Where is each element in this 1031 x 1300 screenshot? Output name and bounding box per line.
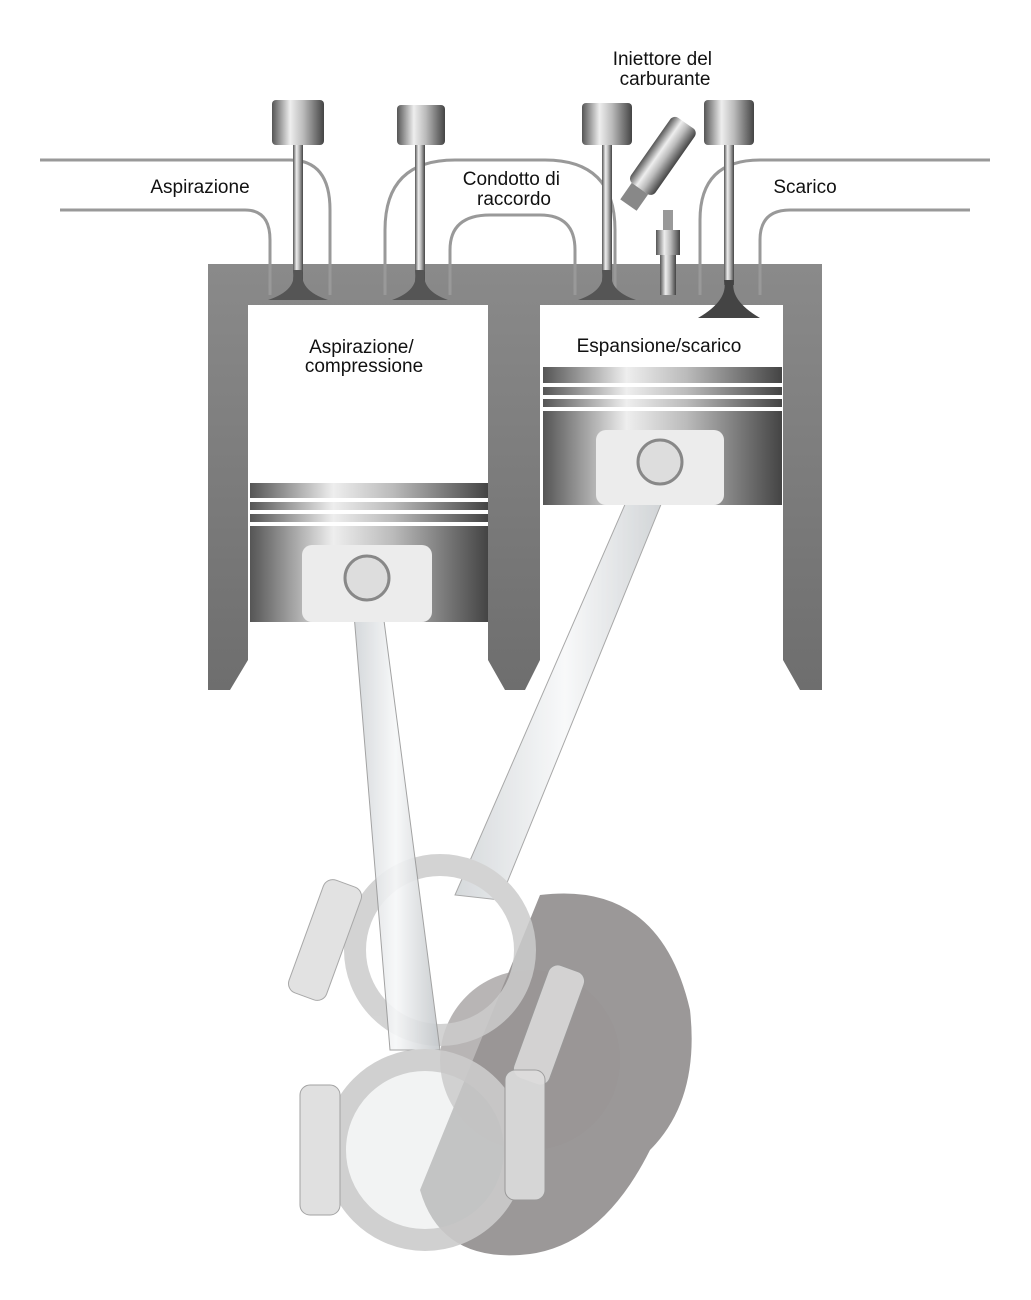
injector-label: Iniettore del carburante: [613, 49, 718, 90]
crossover-outlet-valve: [578, 103, 636, 300]
left-piston: [250, 483, 488, 622]
left-connecting-rod: [299, 589, 546, 1251]
exhaust-port: [698, 158, 990, 295]
intake-label: Aspirazione: [150, 177, 249, 198]
right-connecting-rod: [288, 469, 676, 1086]
fuel-injector: [620, 116, 696, 211]
right-cylinder-label: Espansione/scarico: [577, 336, 742, 357]
right-piston: [543, 367, 782, 505]
crossover-inlet-valve: [392, 105, 448, 300]
left-cylinder-label: Aspirazione/ compressione: [305, 337, 423, 377]
spark-plug: [656, 210, 680, 295]
exhaust-label: Scarico: [773, 177, 836, 198]
intake-valve: [268, 100, 328, 300]
crossover-label: Condotto di raccordo: [463, 169, 565, 210]
exhaust-valve: [698, 100, 760, 318]
intake-port: [40, 158, 332, 295]
